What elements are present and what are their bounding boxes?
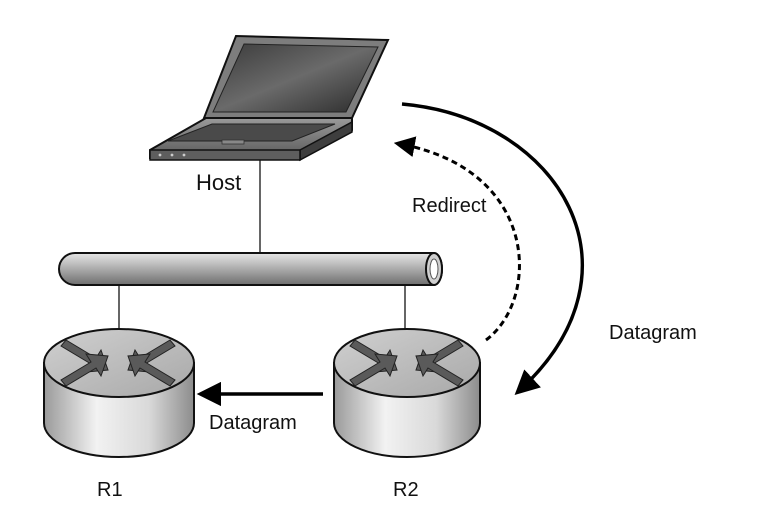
laptop-icon xyxy=(149,34,390,162)
datagram-label-bottom: Datagram xyxy=(209,412,297,434)
redirect-label: Redirect xyxy=(412,195,487,217)
ethernet-bus-icon xyxy=(58,252,443,286)
redirect-arrow-r2-to-host xyxy=(393,136,521,342)
router-r2-label: R2 xyxy=(393,479,419,501)
router-r2-icon xyxy=(333,328,481,458)
host-label: Host xyxy=(196,170,242,195)
router-r1-label: R1 xyxy=(97,479,123,501)
datagram-label-right: Datagram xyxy=(609,322,697,344)
datagram-arrow-host-to-r2 xyxy=(401,102,584,395)
router-r1-icon xyxy=(43,328,195,458)
